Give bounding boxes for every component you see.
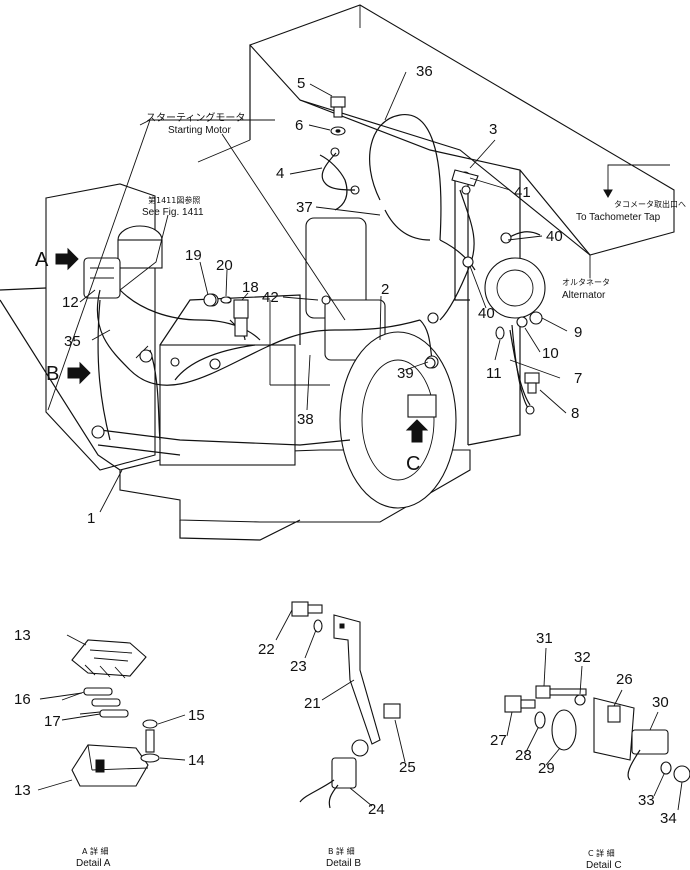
callout-34: 34 xyxy=(660,810,677,827)
callout-11: 11 xyxy=(486,365,502,382)
see-fig-jp: 第1411図参照 xyxy=(148,195,200,205)
callout-13-bottom: 13 xyxy=(14,782,31,799)
callout-16: 16 xyxy=(14,691,31,708)
callout-7: 7 xyxy=(574,370,582,387)
callout-41: 41 xyxy=(514,184,531,201)
detail-a-jp: A 詳 細 xyxy=(82,846,109,856)
callout-6: 6 xyxy=(295,117,303,134)
callout-21: 21 xyxy=(304,695,321,712)
alternator-en: Alternator xyxy=(562,290,606,301)
callout-24: 24 xyxy=(368,801,385,818)
callout-4: 4 xyxy=(276,165,284,182)
machine-body xyxy=(0,4,675,541)
callout-29: 29 xyxy=(538,760,555,777)
detail-letter-a: A xyxy=(35,249,49,271)
starting-motor-jp: スターティングモータ xyxy=(146,111,245,124)
tachometer-jp: タコメータ取出口へ xyxy=(614,199,686,209)
text-labels: スターティングモータ Starting Motor 第1411図参照 See F… xyxy=(35,111,686,870)
callout-9: 9 xyxy=(574,324,582,341)
callout-40-lower: 40 xyxy=(478,305,495,322)
callout-10: 10 xyxy=(542,345,559,362)
callout-23: 23 xyxy=(290,658,307,675)
callout-2: 2 xyxy=(381,281,389,298)
callout-15: 15 xyxy=(188,707,205,724)
callout-20: 20 xyxy=(216,257,233,274)
callout-numbers: 1 2 3 4 5 6 7 8 9 10 11 12 13 13 14 15 1… xyxy=(14,63,677,827)
detail-c-parts xyxy=(504,647,690,811)
callout-31: 31 xyxy=(536,630,553,647)
callout-5: 5 xyxy=(297,75,305,92)
callout-39: 39 xyxy=(397,365,414,382)
callout-32: 32 xyxy=(574,649,591,666)
alternator-jp: オルタネータ xyxy=(562,278,610,287)
callout-13-top: 13 xyxy=(14,627,31,644)
callout-33: 33 xyxy=(638,792,655,809)
loose-parts xyxy=(203,96,543,415)
detail-b-en: Detail B xyxy=(326,858,361,869)
callout-28: 28 xyxy=(515,747,532,764)
callout-3: 3 xyxy=(489,121,497,138)
callout-36: 36 xyxy=(416,63,433,80)
callout-35: 35 xyxy=(64,333,81,350)
callout-38: 38 xyxy=(297,411,314,428)
detail-a-parts xyxy=(37,634,186,791)
see-fig-en: See Fig. 1411 xyxy=(142,207,204,218)
callout-8: 8 xyxy=(571,405,579,422)
callout-37: 37 xyxy=(296,199,313,216)
callout-1: 1 xyxy=(87,510,95,527)
detail-b-parts xyxy=(275,601,406,809)
starting-motor-en: Starting Motor xyxy=(168,125,231,136)
detail-a-en: Detail A xyxy=(76,858,111,869)
callout-22: 22 xyxy=(258,641,275,658)
detail-c-en: Detail C xyxy=(586,860,622,870)
detail-c-jp: C 詳 細 xyxy=(588,848,615,858)
callout-25: 25 xyxy=(399,759,416,776)
callout-27: 27 xyxy=(490,732,507,749)
callout-19: 19 xyxy=(185,247,202,264)
leader-lines xyxy=(47,71,670,513)
tachometer-en: To Tachometer Tap xyxy=(576,212,661,223)
callout-18: 18 xyxy=(242,279,259,296)
callout-40-right: 40 xyxy=(546,228,563,245)
callout-17: 17 xyxy=(44,713,61,730)
callout-26: 26 xyxy=(616,671,633,688)
callout-30: 30 xyxy=(652,694,669,711)
callout-42: 42 xyxy=(262,289,279,306)
callout-12: 12 xyxy=(62,294,79,311)
detail-pointers xyxy=(55,247,429,443)
callout-14: 14 xyxy=(188,752,205,769)
detail-letter-b: B xyxy=(46,363,59,385)
detail-letter-c: C xyxy=(406,453,420,475)
detail-b-jp: B 詳 細 xyxy=(328,846,355,856)
